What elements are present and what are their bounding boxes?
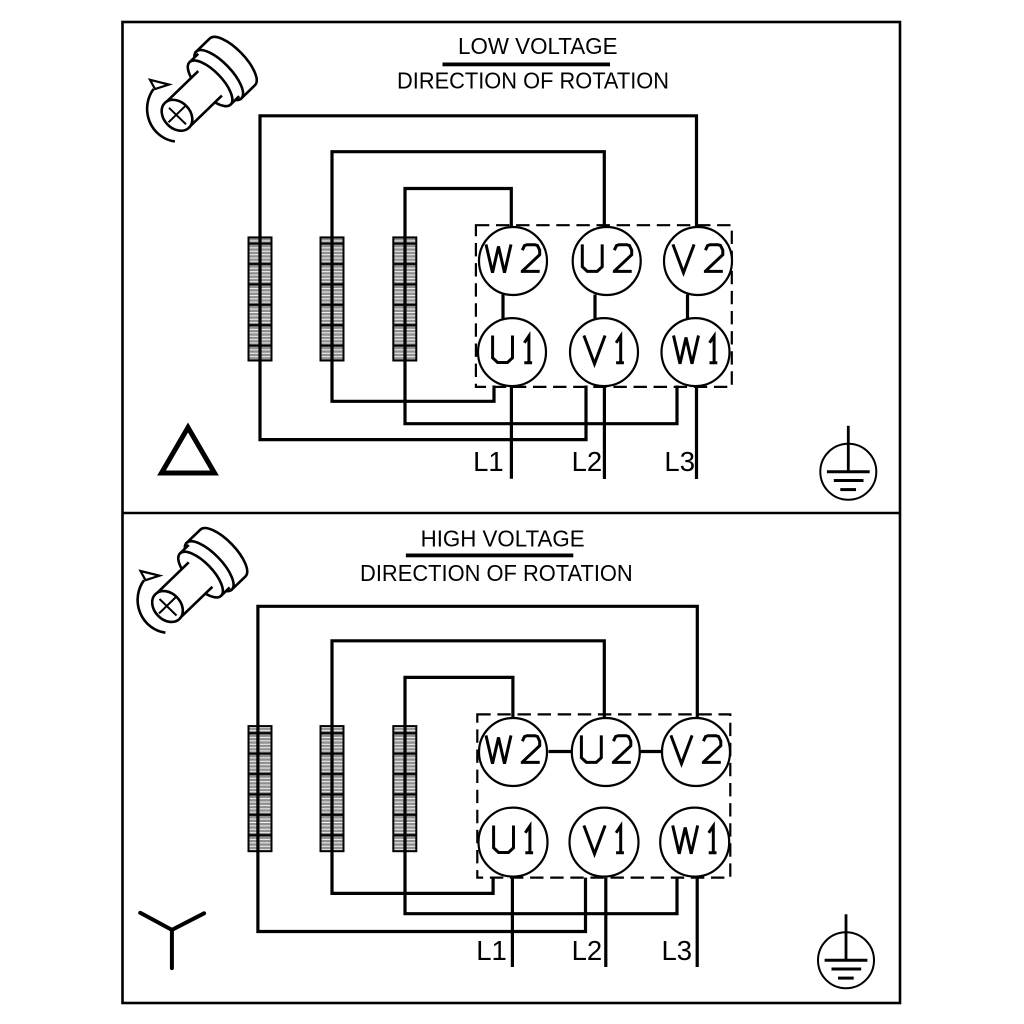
svg-text:L2: L2 — [572, 446, 603, 477]
svg-text:L3: L3 — [664, 446, 695, 477]
svg-text:LOW VOLTAGE: LOW VOLTAGE — [458, 33, 618, 59]
svg-text:L3: L3 — [662, 935, 693, 966]
svg-text:HIGH VOLTAGE: HIGH VOLTAGE — [421, 526, 585, 552]
svg-text:L1: L1 — [476, 935, 507, 966]
svg-text:DIRECTION OF ROTATION: DIRECTION OF ROTATION — [397, 68, 669, 94]
svg-text:L2: L2 — [572, 935, 603, 966]
svg-text:DIRECTION OF ROTATION: DIRECTION OF ROTATION — [360, 560, 633, 586]
svg-text:L1: L1 — [473, 446, 504, 477]
